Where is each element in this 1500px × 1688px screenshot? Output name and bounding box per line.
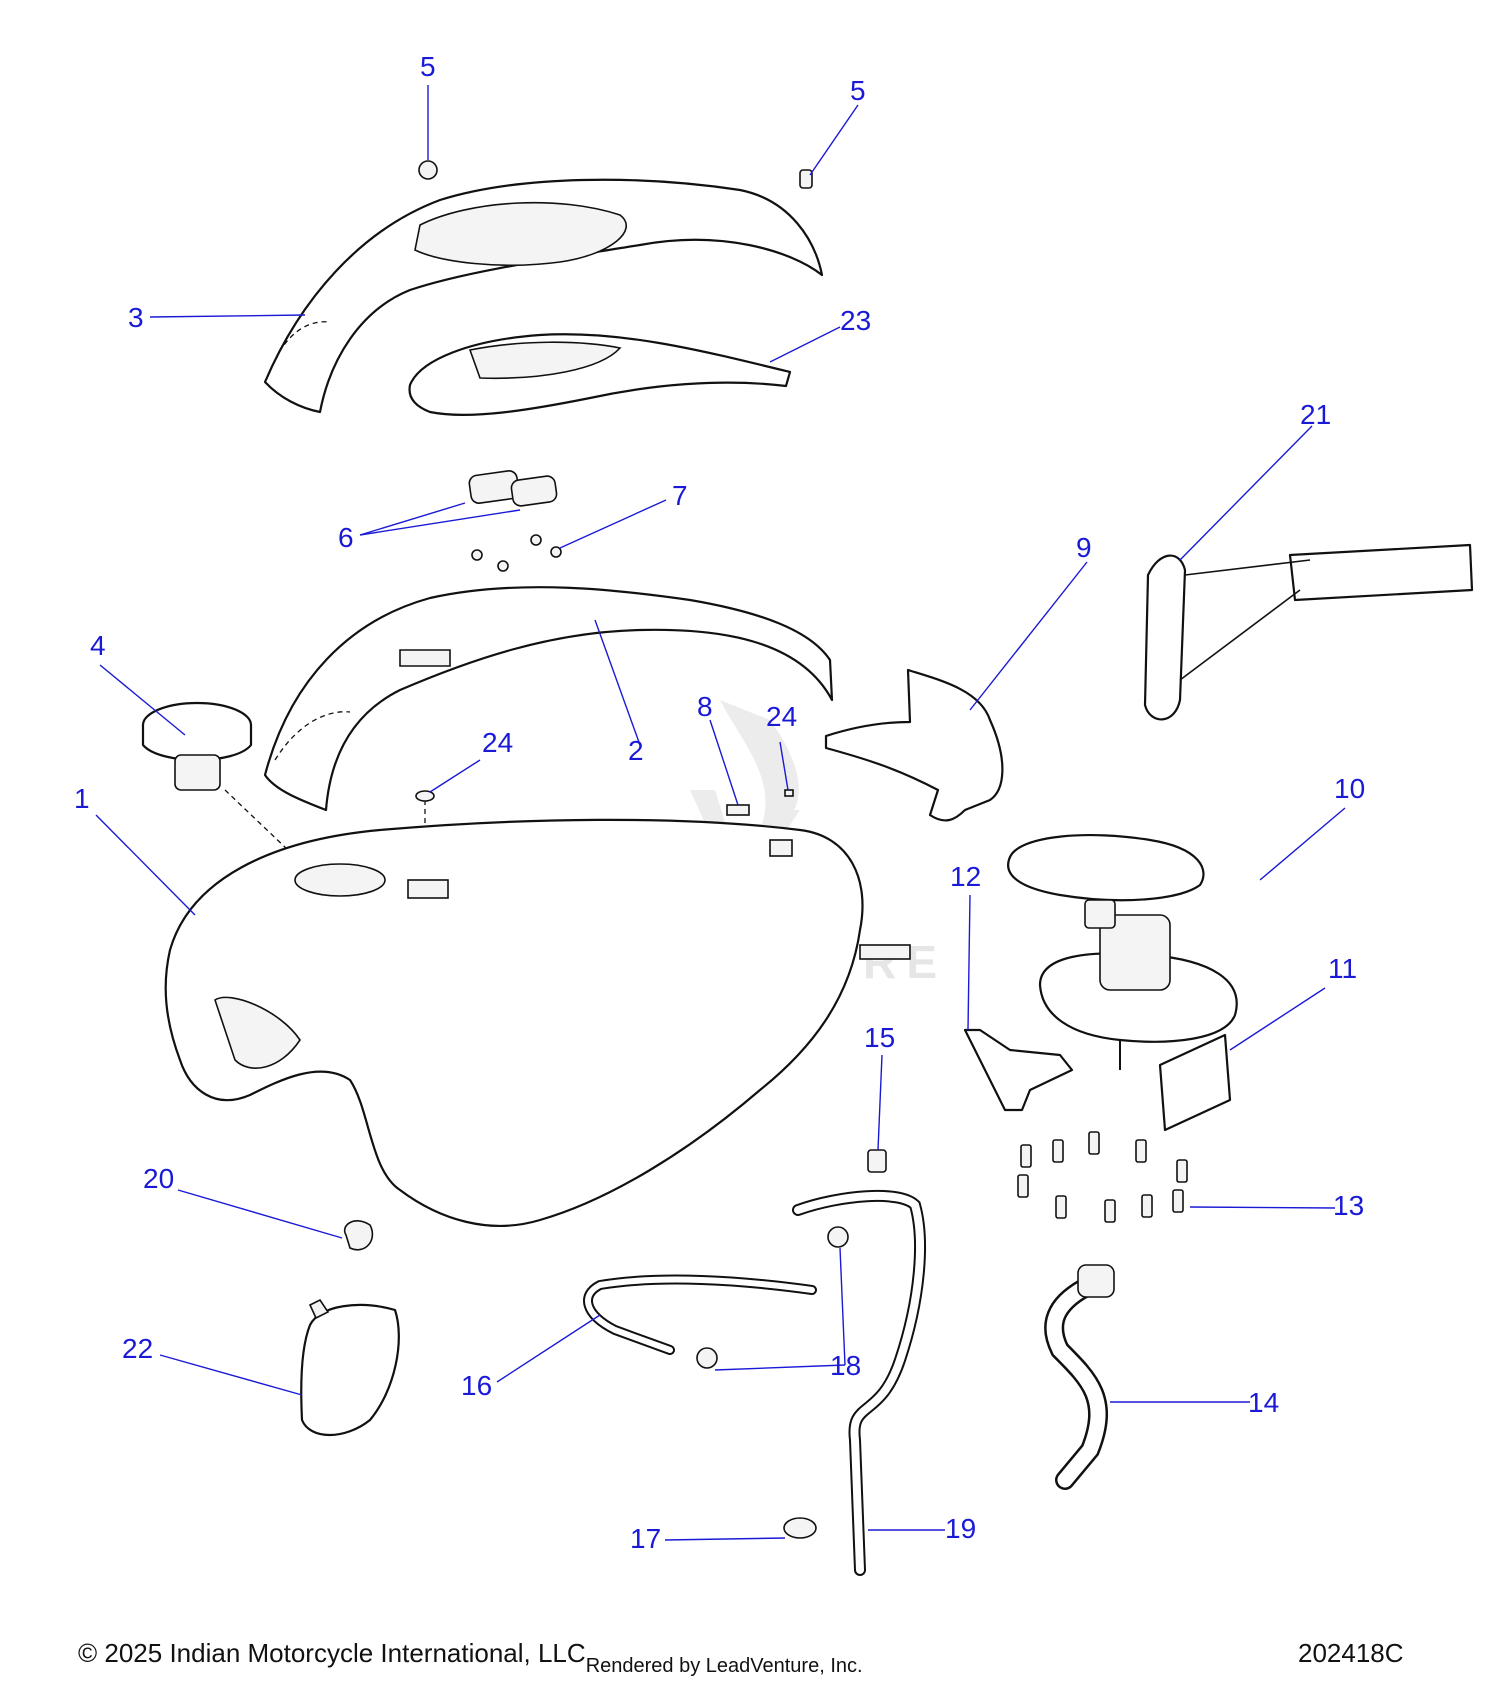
part-13-bolts[interactable]	[1017, 1131, 1188, 1223]
leader-lines	[95, 85, 1346, 1541]
part-19-vent-hose[interactable]	[792, 1189, 926, 1576]
callout-20[interactable]: 20	[143, 1163, 174, 1194]
part-14-fuel-line[interactable]	[1044, 1264, 1115, 1490]
part-15-fitting[interactable]	[867, 1149, 887, 1173]
part-12-bracket[interactable]	[963, 1028, 1074, 1112]
callout-12[interactable]: 12	[950, 861, 981, 892]
part-10-gasket[interactable]	[1007, 833, 1205, 902]
part-21-fuel-sender[interactable]	[1143, 543, 1474, 721]
part-1-fuel-tank[interactable]	[164, 818, 911, 1227]
part-22-cover[interactable]	[300, 1298, 400, 1437]
part-3-console-cover[interactable]	[263, 178, 824, 414]
callout-19[interactable]: 19	[945, 1513, 976, 1544]
callout-24-left[interactable]: 24	[482, 727, 513, 758]
callout-9[interactable]: 9	[1076, 532, 1092, 563]
part-11-fuel-pump[interactable]	[1038, 899, 1238, 1132]
callout-11[interactable]: 11	[1328, 953, 1357, 984]
callout-10[interactable]: 10	[1334, 773, 1365, 804]
part-17-clamp[interactable]	[783, 1517, 817, 1539]
callout-6[interactable]: 6	[338, 522, 354, 553]
callout-2[interactable]: 2	[628, 735, 644, 766]
part-7-screws[interactable]	[471, 534, 562, 572]
part-5-screw-left[interactable]	[418, 160, 438, 180]
part-24-clip-right[interactable]	[784, 789, 794, 797]
callout-16[interactable]: 16	[461, 1370, 492, 1401]
part-9-bracket[interactable]	[824, 668, 1004, 822]
callout-4[interactable]: 4	[90, 630, 106, 661]
part-16-hose[interactable]	[583, 1274, 817, 1355]
callout-3[interactable]: 3	[128, 302, 144, 333]
callout-14[interactable]: 14	[1248, 1387, 1279, 1418]
callout-24-right[interactable]: 24	[766, 701, 797, 732]
callout-8[interactable]: 8	[697, 691, 713, 722]
part-18-clamps[interactable]	[696, 1226, 849, 1369]
copyright-text: © 2025 Indian Motorcycle International, …	[78, 1638, 586, 1668]
part-23-console-insert[interactable]	[408, 333, 792, 416]
callout-21[interactable]: 21	[1300, 399, 1331, 430]
callout-5-left[interactable]: 5	[420, 51, 436, 82]
callout-18[interactable]: 18	[830, 1350, 861, 1381]
callout-15[interactable]: 15	[864, 1022, 895, 1053]
callout-22[interactable]: 22	[122, 1333, 153, 1364]
rendered-by-text: Rendered by LeadVenture, Inc.	[585, 1655, 863, 1677]
part-2-tank-panel[interactable]	[263, 586, 834, 812]
part-4-fuel-cap[interactable]	[141, 701, 253, 791]
part-20-clip[interactable]	[343, 1220, 374, 1251]
part-24-clip-left[interactable]	[415, 790, 435, 802]
diagram-id: 202418C	[1298, 1638, 1404, 1668]
callout-1[interactable]: 1	[74, 783, 90, 814]
callout-13[interactable]: 13	[1333, 1190, 1364, 1221]
part-8-clip[interactable]	[726, 804, 750, 816]
callout-5-right[interactable]: 5	[850, 75, 866, 106]
callout-7[interactable]: 7	[672, 480, 688, 511]
part-5-screw-right[interactable]	[799, 169, 813, 189]
callout-labels: 5 5 3 23 21 7 6 9 4 8 24 24 2 1 10 12 11…	[74, 51, 1365, 1554]
part-6-pads[interactable]	[468, 470, 558, 507]
copyright-footer: © 2025 Indian Motorcycle International, …	[78, 1638, 863, 1677]
callout-23[interactable]: 23	[840, 305, 871, 336]
callout-17[interactable]: 17	[630, 1523, 661, 1554]
